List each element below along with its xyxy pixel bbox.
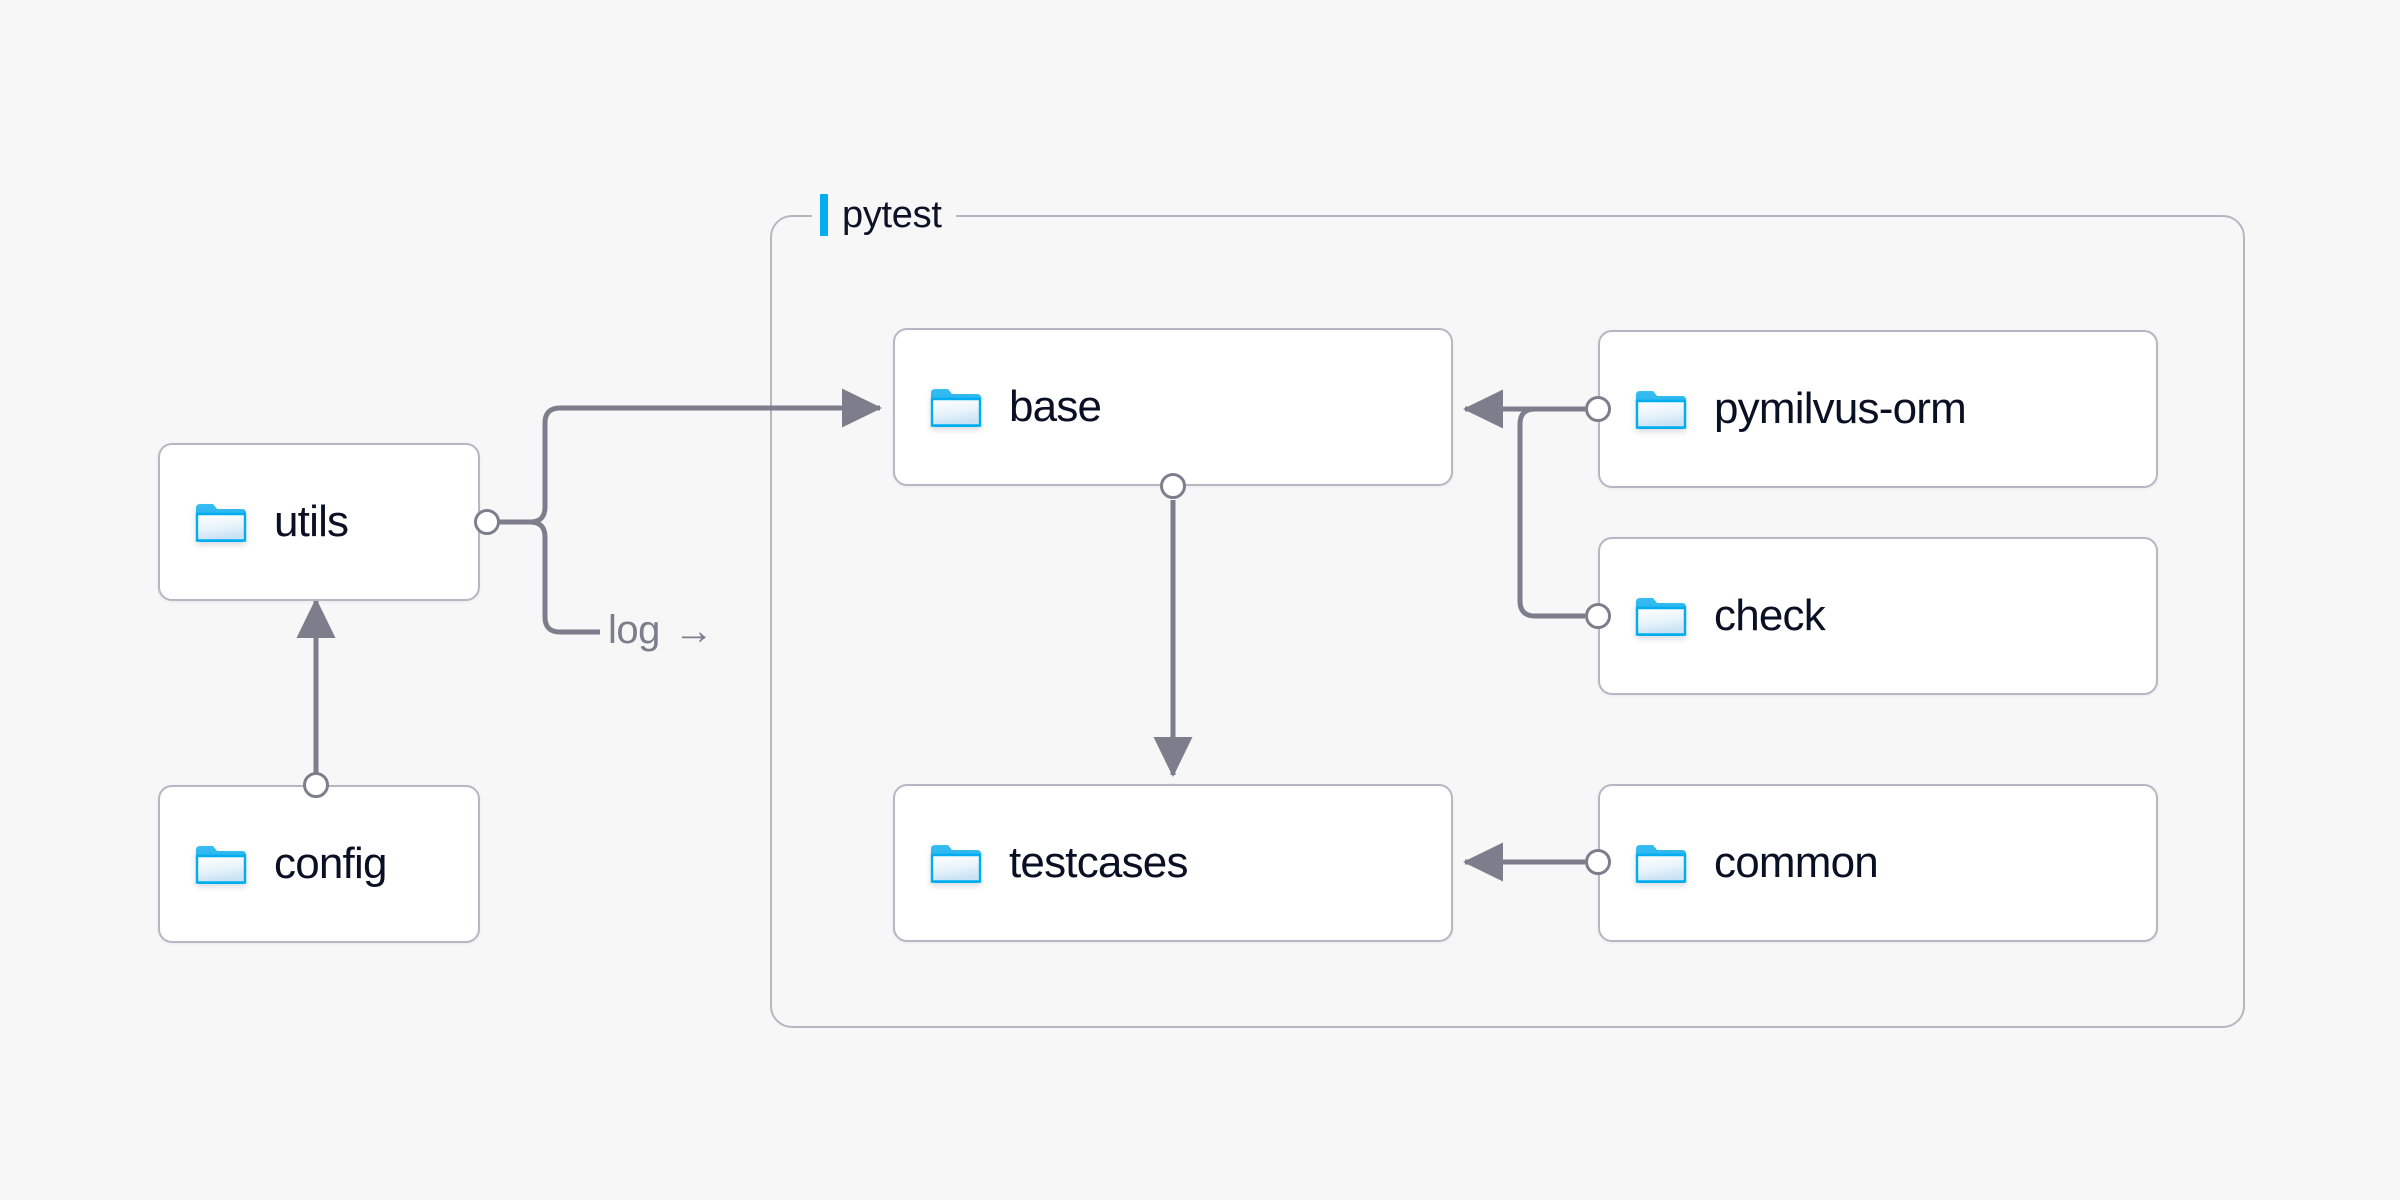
handle-pymilvus-orm-left[interactable] xyxy=(1585,396,1611,422)
node-config-label: config xyxy=(274,839,387,888)
node-testcases[interactable]: testcases xyxy=(893,784,1453,942)
folder-icon xyxy=(194,842,248,886)
folder-icon xyxy=(1634,387,1688,431)
node-common-label: common xyxy=(1714,838,1879,887)
group-pytest-label: pytest xyxy=(812,188,956,242)
group-pytest xyxy=(770,215,2245,1028)
group-pytest-title: pytest xyxy=(842,194,942,236)
node-pymilvus-orm-label: pymilvus-orm xyxy=(1714,384,1967,433)
node-base-label: base xyxy=(1009,382,1102,431)
folder-icon xyxy=(929,385,983,429)
node-utils-label: utils xyxy=(274,497,349,546)
node-check[interactable]: check xyxy=(1598,537,2158,695)
handle-config-top[interactable] xyxy=(303,772,329,798)
node-config[interactable]: config xyxy=(158,785,480,943)
edge-utils-log xyxy=(487,519,600,635)
handle-utils-right[interactable] xyxy=(474,509,500,535)
node-common[interactable]: common xyxy=(1598,784,2158,942)
handle-base-bottom[interactable] xyxy=(1160,473,1186,499)
node-base[interactable]: base xyxy=(893,328,1453,486)
node-utils[interactable]: utils xyxy=(158,443,480,601)
handle-check-left[interactable] xyxy=(1585,603,1611,629)
folder-icon xyxy=(929,841,983,885)
folder-icon xyxy=(1634,594,1688,638)
node-check-label: check xyxy=(1714,591,1826,640)
node-pymilvus-orm[interactable]: pymilvus-orm xyxy=(1598,330,2158,488)
edge-label-log-text: log xyxy=(608,608,660,652)
handle-common-left[interactable] xyxy=(1585,849,1611,875)
folder-icon xyxy=(1634,841,1688,885)
folder-icon xyxy=(194,500,248,544)
arrow-right-icon: → xyxy=(673,608,714,653)
edge-label-log: log → xyxy=(600,608,722,653)
node-testcases-label: testcases xyxy=(1009,838,1188,887)
group-accent-bar xyxy=(820,194,828,236)
